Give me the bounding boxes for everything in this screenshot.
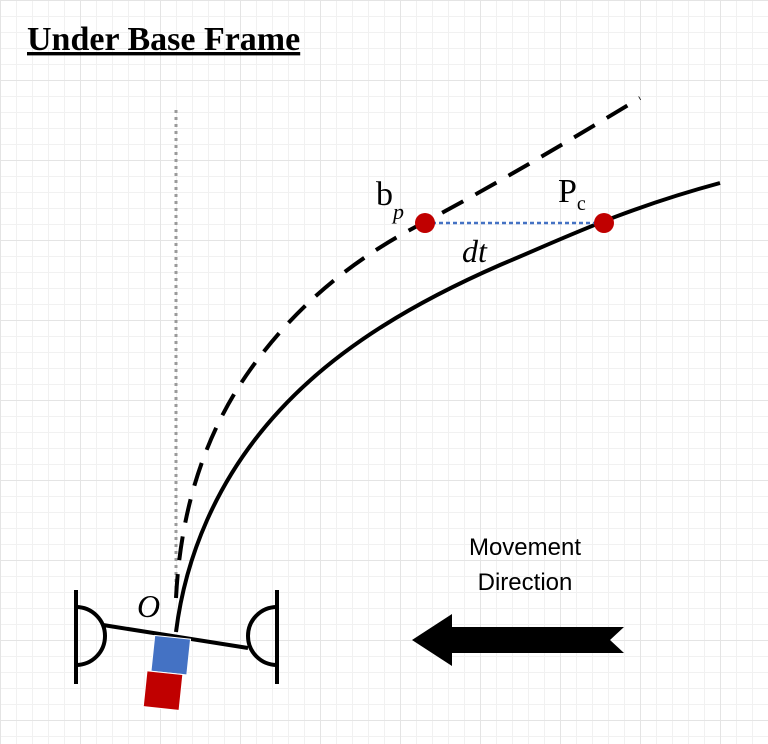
diagram-title: Under Base Frame	[27, 21, 300, 58]
predicted-path-dashed	[174, 96, 642, 599]
sensor-block	[142, 634, 192, 711]
point-pc	[594, 213, 614, 233]
left-arrow-icon	[412, 614, 624, 666]
sensor-top-blue	[150, 634, 192, 676]
movement-label-line2: Direction	[478, 569, 573, 596]
left-wheel-icon	[74, 590, 107, 684]
label-dt: dt	[462, 233, 488, 269]
right-wheel-icon	[246, 590, 279, 684]
robot-axle	[102, 623, 249, 650]
label-pc: Pc	[558, 173, 586, 215]
sensor-bottom-red	[142, 670, 184, 711]
label-bp: bp	[376, 176, 404, 224]
movement-label-line1: Movement	[469, 534, 581, 561]
point-bp	[415, 213, 435, 233]
label-origin: O	[137, 588, 160, 624]
actual-path-solid	[174, 181, 721, 633]
